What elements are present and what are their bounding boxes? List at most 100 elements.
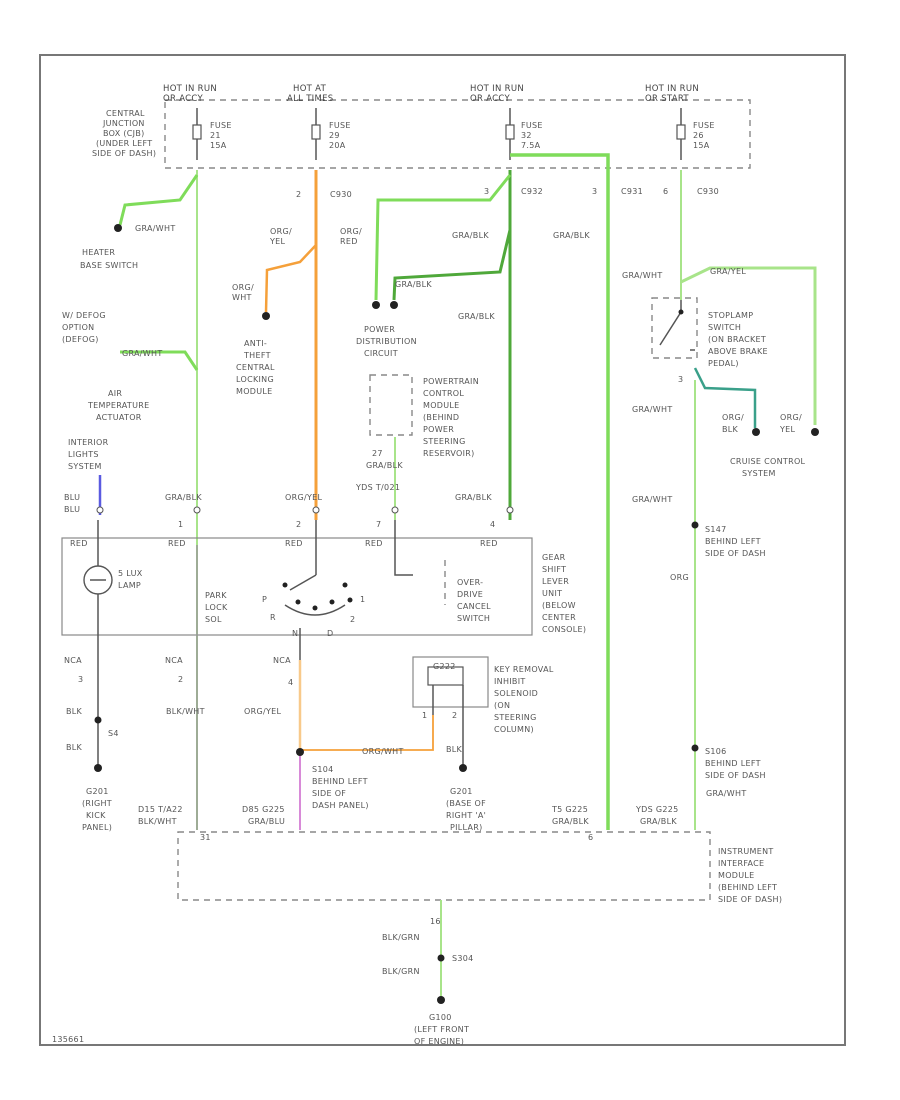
splice-s4 bbox=[94, 716, 102, 724]
label-sw-p: P bbox=[262, 595, 267, 604]
fuse-1: FUSE 21 15A bbox=[192, 108, 231, 160]
svg-text:BOX (CJB): BOX (CJB) bbox=[103, 129, 145, 138]
label-pdc-2: DISTRIBUTION bbox=[356, 337, 417, 346]
label-s106-2: BEHIND LEFT bbox=[705, 759, 761, 768]
label-air-3: ACTUATOR bbox=[96, 413, 142, 422]
label-ref-1: D15 T/A22 bbox=[138, 805, 183, 814]
gear-shift-box bbox=[61, 537, 533, 636]
label-iim-1: INSTRUMENT bbox=[718, 847, 774, 856]
label-pin-27: 27 bbox=[372, 449, 383, 458]
label-s147-2: BEHIND LEFT bbox=[705, 537, 761, 546]
label-gra-yel: GRA/YEL bbox=[710, 267, 746, 276]
shifter-pin-7: 7 bbox=[376, 520, 381, 529]
cjb-box bbox=[164, 99, 751, 169]
label-gear-4: UNIT bbox=[542, 589, 562, 598]
shifter-pin-2: 2 bbox=[296, 520, 301, 529]
wire-cruise-blk bbox=[693, 367, 757, 428]
fuse-3-l2: 32 bbox=[521, 131, 532, 140]
label-nca-1: NCA bbox=[64, 656, 82, 665]
label-cruise-1: CRUISE CONTROL bbox=[730, 457, 806, 466]
label-stoplamp-3: (ON BRACKET bbox=[708, 335, 766, 344]
terminal-pdc-2 bbox=[390, 301, 398, 309]
label-od-1: OVER- bbox=[457, 578, 483, 587]
label-heater-2: BASE SWITCH bbox=[80, 261, 138, 270]
label-g201b-3: RIGHT 'A' bbox=[446, 811, 486, 820]
label-blk-3: BLK bbox=[446, 745, 463, 754]
shifter-red-3: RED bbox=[365, 539, 383, 548]
splice-s106 bbox=[691, 744, 699, 752]
wire-gra-blk-long bbox=[510, 153, 610, 830]
cjb-label: CENTRAL JUNCTION BOX (CJB) (UNDER LEFT S… bbox=[92, 109, 156, 158]
label-gear-3: LEVER bbox=[542, 577, 569, 586]
label-gra-blk-c: GRA/BLK bbox=[366, 461, 403, 470]
label-pcm-2: CONTROL bbox=[423, 389, 464, 398]
fuse-3: FUSE 32 7.5A bbox=[505, 108, 543, 160]
label-ref-3: T5 G225 bbox=[551, 805, 588, 814]
label-ref-c: YDS T/021 bbox=[355, 483, 400, 492]
fuse-2-l2: 29 bbox=[329, 131, 340, 140]
label-pcm-6: STEERING bbox=[423, 437, 466, 446]
label-bulb-1: 5 LUX bbox=[118, 569, 143, 578]
label-antitheft-2: THEFT bbox=[243, 351, 271, 360]
terminal-heater bbox=[114, 224, 122, 232]
connector-3-name: C931 bbox=[621, 187, 643, 196]
label-gra-wht-r: GRA/WHT bbox=[632, 405, 673, 414]
label-g100-1: G100 bbox=[429, 1013, 452, 1022]
label-interior-2: LIGHTS bbox=[68, 450, 99, 459]
fuse-source-4-hot: HOT IN RUN bbox=[645, 84, 699, 94]
label-org-yel-low: ORG/YEL bbox=[244, 707, 281, 716]
fuse-2-l1: FUSE bbox=[329, 121, 351, 130]
label-g201b-4: PILLAR) bbox=[450, 823, 483, 832]
label-s106-1: S106 bbox=[705, 747, 727, 756]
label-iim-2: INTERFACE bbox=[718, 859, 764, 868]
shifter-red-1: RED bbox=[168, 539, 186, 548]
label-blk-2: BLK bbox=[66, 743, 83, 752]
label-org-red-2: RED bbox=[340, 237, 358, 246]
label-ref-2b: GRA/BLU bbox=[248, 817, 285, 826]
label-s147-3: SIDE OF DASH bbox=[705, 549, 766, 558]
fuse-source-2-hot: HOT AT bbox=[293, 84, 327, 94]
label-s104-1: S104 bbox=[312, 765, 334, 774]
label-g201-1: G201 bbox=[86, 787, 109, 796]
label-s106-3: SIDE OF DASH bbox=[705, 771, 766, 780]
label-pin-6: 6 bbox=[588, 833, 593, 842]
label-pin-31: 31 bbox=[200, 833, 211, 842]
connector-3-pin: 3 bbox=[592, 187, 597, 196]
label-sw-2: 2 bbox=[350, 615, 355, 624]
label-gra-blk-1: GRA/BLK bbox=[452, 231, 489, 240]
label-org-wht-low: ORG/WHT bbox=[362, 747, 404, 756]
label-org: ORG bbox=[670, 573, 689, 582]
fuse-3-l1: FUSE bbox=[521, 121, 543, 130]
connector-row bbox=[96, 506, 514, 514]
connector-1-name: C930 bbox=[330, 190, 352, 199]
label-gear-1: GEAR bbox=[542, 553, 566, 562]
footer-code: 135661 bbox=[52, 1035, 84, 1044]
fuse-source-1-sub: OR ACCY bbox=[163, 94, 203, 104]
connector-4-name: C930 bbox=[697, 187, 719, 196]
shifter-pin-4: 4 bbox=[490, 520, 495, 529]
label-ref-3b: GRA/BLK bbox=[552, 817, 589, 826]
fuse-2: FUSE 29 20A bbox=[311, 108, 351, 160]
label-s304: S304 bbox=[452, 954, 474, 963]
label-iim-3: MODULE bbox=[718, 871, 755, 880]
label-defog-2: OPTION bbox=[62, 323, 94, 332]
label-keyrem-3: SOLENOID bbox=[494, 689, 538, 698]
label-stop-pin: 3 bbox=[678, 375, 683, 384]
fuse-source-2-sub: ALL TIMES bbox=[287, 94, 334, 104]
label-nca-3: NCA bbox=[273, 656, 291, 665]
label-org-yel-r1: ORG/ bbox=[780, 413, 802, 422]
stoplamp-switch-box bbox=[651, 297, 698, 359]
wire-defog bbox=[120, 350, 199, 371]
label-org-wht-1: ORG/ bbox=[232, 283, 254, 292]
label-interior-1: INTERIOR bbox=[68, 438, 109, 447]
terminal-anti-theft bbox=[262, 312, 270, 320]
label-interior-3: SYSTEM bbox=[68, 462, 102, 471]
label-key-pin2: 2 bbox=[452, 711, 457, 720]
label-keyrem-6: COLUMN) bbox=[494, 725, 534, 734]
label-park-3: SOL bbox=[205, 615, 222, 624]
label-ref-4b: GRA/BLK bbox=[640, 817, 677, 826]
label-blk-grn-1: BLK/GRN bbox=[382, 933, 420, 942]
label-heater-1: HEATER bbox=[82, 248, 115, 257]
